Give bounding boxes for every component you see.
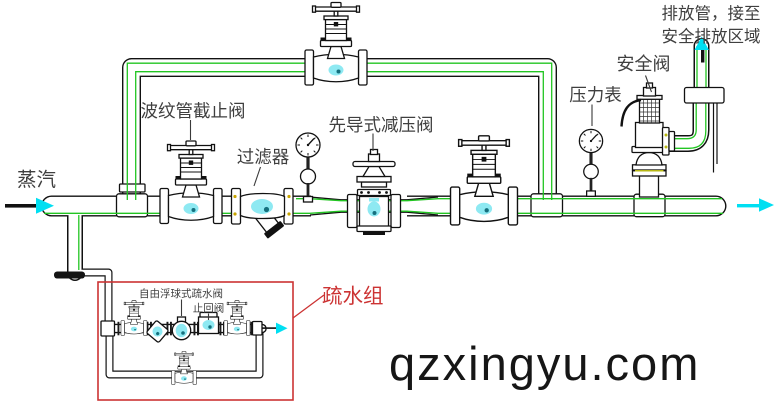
label-drain-group: 疏水组 xyxy=(322,285,384,308)
flow-lines xyxy=(44,46,723,270)
label-bellows-globe-valve: 波纹管截止阀 xyxy=(141,101,246,121)
drain-outlet-arrow xyxy=(276,322,288,334)
discharge-up-arrow xyxy=(694,36,709,63)
drain-outlet-fitting xyxy=(251,320,263,336)
bypass-right-tee xyxy=(530,193,564,218)
label-steam: 蒸汽 xyxy=(17,169,56,191)
y-strainer xyxy=(230,187,294,239)
drain-tee xyxy=(100,320,116,337)
drip-pan-ell xyxy=(683,86,725,104)
bypass-left-tee xyxy=(115,193,149,218)
label-discharge-line1: 排放管，接至 xyxy=(662,4,761,23)
pilot-pressure-reducing-valve xyxy=(346,148,402,235)
label-pilot-prv: 先导式减压阀 xyxy=(329,115,434,135)
pressure-gauge-upstream xyxy=(295,132,321,203)
label-safety-valve: 安全阀 xyxy=(617,54,671,74)
drain-bypass-valve xyxy=(171,351,197,385)
steam-inlet-arrow xyxy=(5,197,54,214)
bypass-globe-valve xyxy=(304,1,368,86)
drain-group-leader xyxy=(292,294,325,319)
outlet-arrow xyxy=(737,198,774,212)
drain-strainer xyxy=(146,320,169,343)
bellows-globe-valve xyxy=(159,140,223,225)
label-strainer: 过滤器 xyxy=(237,147,290,167)
drain-group-box xyxy=(97,281,294,401)
label-discharge-line2: 安全排放区域 xyxy=(662,27,761,46)
label-float-trap: 自由浮球式疏水阀 xyxy=(139,287,223,300)
drop-leg-end-cap xyxy=(54,271,85,279)
bypass-riser-flange xyxy=(118,183,146,193)
safety-valve-assembly xyxy=(620,82,725,198)
watermark: qzxingyu.com xyxy=(389,337,700,390)
label-leaders xyxy=(180,75,653,320)
safety-valve-lever xyxy=(620,98,642,127)
label-pressure-gauge: 压力表 xyxy=(569,85,622,105)
drip-pan-drain-lines xyxy=(712,103,718,173)
free-float-trap xyxy=(171,316,192,341)
drain-isolation-valve-1 xyxy=(120,300,148,336)
drain-isolation-valve-2 xyxy=(223,300,251,336)
tee-fittings xyxy=(115,183,666,218)
downstream-globe-valve xyxy=(449,135,519,226)
pressure-gauge-downstream xyxy=(578,128,604,197)
label-check-valve: 止回阀 xyxy=(193,302,225,315)
